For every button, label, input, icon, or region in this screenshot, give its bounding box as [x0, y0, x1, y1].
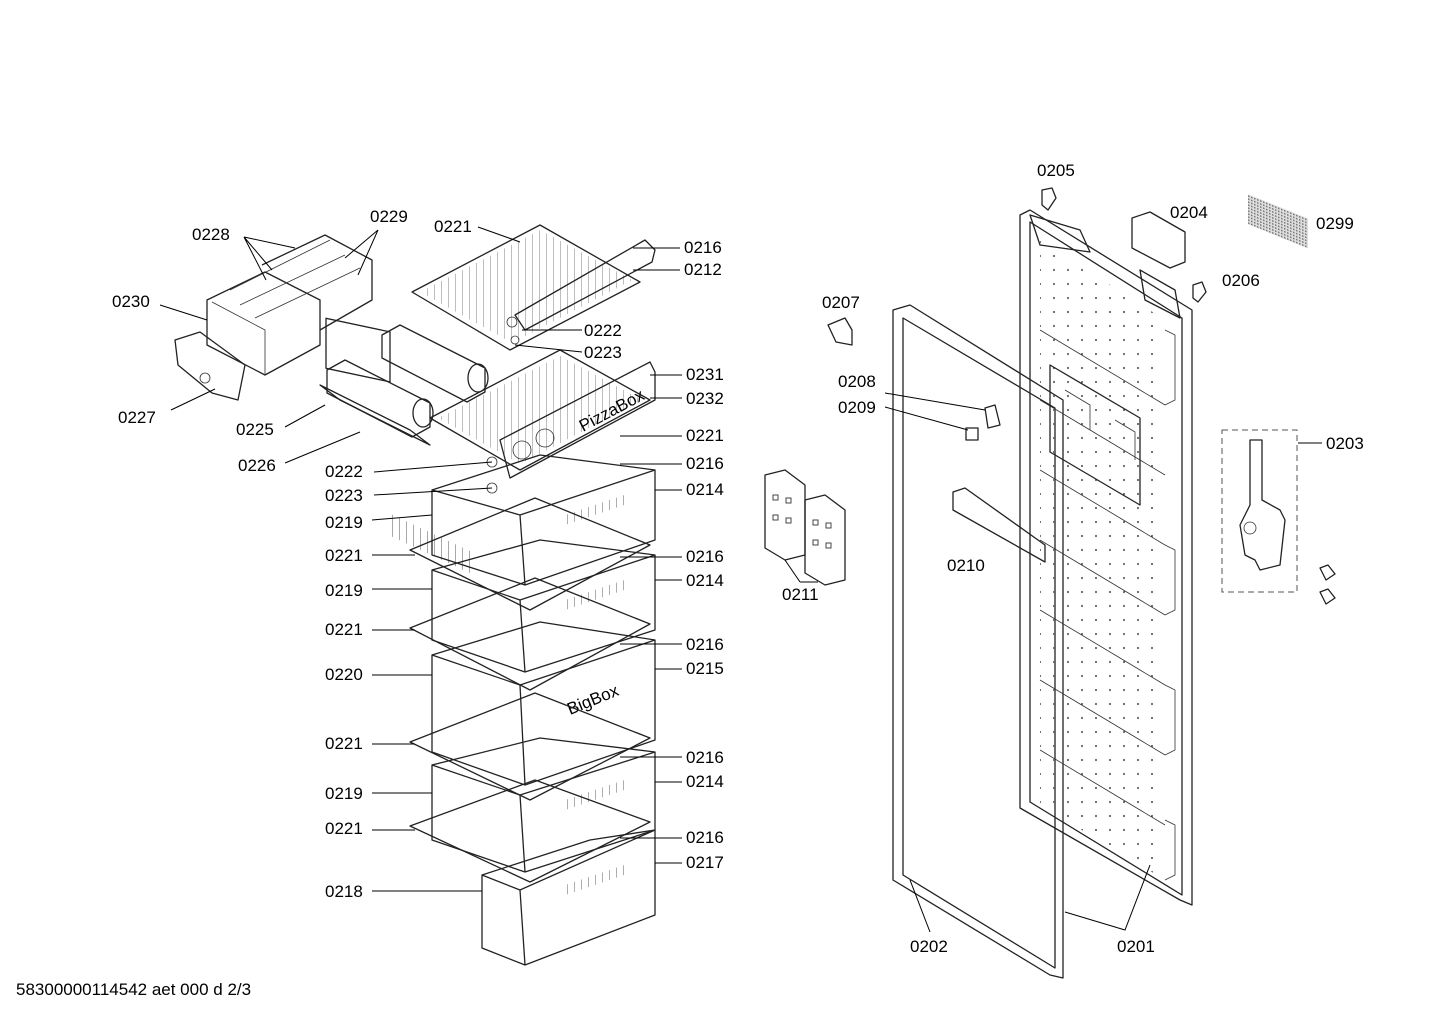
label-0222-b: 0222 [325, 462, 363, 481]
cold-accumulators [764, 469, 846, 586]
label-0211: 0211 [782, 585, 819, 604]
label-0226: 0226 [238, 456, 276, 475]
door-gasket [892, 304, 1064, 979]
label-0221-c: 0221 [325, 546, 363, 565]
filter-mesh-0299 [1248, 194, 1308, 249]
upper-wire-shelf [411, 224, 656, 351]
label-0228: 0228 [192, 225, 230, 244]
label-0223-a: 0223 [584, 343, 622, 362]
label-0219-b: 0219 [325, 581, 363, 600]
big-box-emboss: BigBox [564, 681, 622, 719]
freezer-drawers: BigBox [409, 454, 656, 966]
label-0221-d: 0221 [325, 620, 363, 639]
ice-trays [319, 324, 489, 575]
label-0227: 0227 [118, 408, 156, 427]
label-0229: 0229 [370, 207, 408, 226]
document-id-footer: 58300000114542 aet 000 d 2/3 [16, 980, 252, 999]
label-0205: 0205 [1037, 161, 1075, 180]
hinge-assembly [1221, 429, 1336, 605]
pizza-box-shelf: PizzaBox [429, 349, 656, 494]
label-0203: 0203 [1326, 434, 1364, 453]
screw-0205 [1041, 187, 1057, 211]
cover-0204 [1131, 211, 1186, 269]
label-0220: 0220 [325, 665, 363, 684]
label-0202: 0202 [910, 937, 948, 956]
label-0232: 0232 [686, 389, 724, 408]
label-0214-b: 0214 [686, 571, 724, 590]
door-handle [952, 487, 1046, 563]
label-0218: 0218 [325, 882, 363, 901]
clip-0208 [984, 404, 1001, 429]
label-0214-a: 0214 [686, 480, 724, 499]
label-0216-f: 0216 [686, 828, 724, 847]
label-0208: 0208 [838, 372, 876, 391]
label-0221-b: 0221 [686, 426, 724, 445]
label-0214-c: 0214 [686, 772, 724, 791]
label-0217: 0217 [686, 853, 724, 872]
clip-0207 [827, 317, 853, 346]
part-labels: 0205 0204 0299 0206 0207 0208 0209 0203 … [112, 161, 1364, 956]
screw-0206 [1192, 281, 1207, 303]
inner-door-panel [1019, 209, 1193, 906]
label-0209: 0209 [838, 398, 876, 417]
label-0216-b: 0216 [686, 454, 724, 473]
label-0204: 0204 [1170, 203, 1208, 222]
label-0230: 0230 [112, 292, 150, 311]
label-0216-d: 0216 [686, 635, 724, 654]
label-0219-c: 0219 [325, 784, 363, 803]
label-0207: 0207 [822, 293, 860, 312]
label-0212: 0212 [684, 260, 722, 279]
cap-0209 [965, 427, 979, 441]
label-0223-b: 0223 [325, 486, 363, 505]
label-0299: 0299 [1316, 214, 1354, 233]
leader-lines [159, 226, 1322, 933]
label-0219-a: 0219 [325, 513, 363, 532]
label-0225: 0225 [236, 420, 274, 439]
label-0222-a: 0222 [584, 321, 622, 340]
label-0215: 0215 [686, 659, 724, 678]
label-0206: 0206 [1222, 271, 1260, 290]
label-0231: 0231 [686, 365, 724, 384]
label-0221-e: 0221 [325, 734, 363, 753]
label-0221-top: 0221 [434, 217, 472, 236]
label-0216-a: 0216 [684, 238, 722, 257]
ice-cube-box-assembly [174, 234, 391, 401]
label-0221-f: 0221 [325, 819, 363, 838]
label-0216-c: 0216 [686, 547, 724, 566]
label-0201: 0201 [1117, 937, 1155, 956]
label-0216-e: 0216 [686, 748, 724, 767]
label-0210: 0210 [947, 556, 985, 575]
